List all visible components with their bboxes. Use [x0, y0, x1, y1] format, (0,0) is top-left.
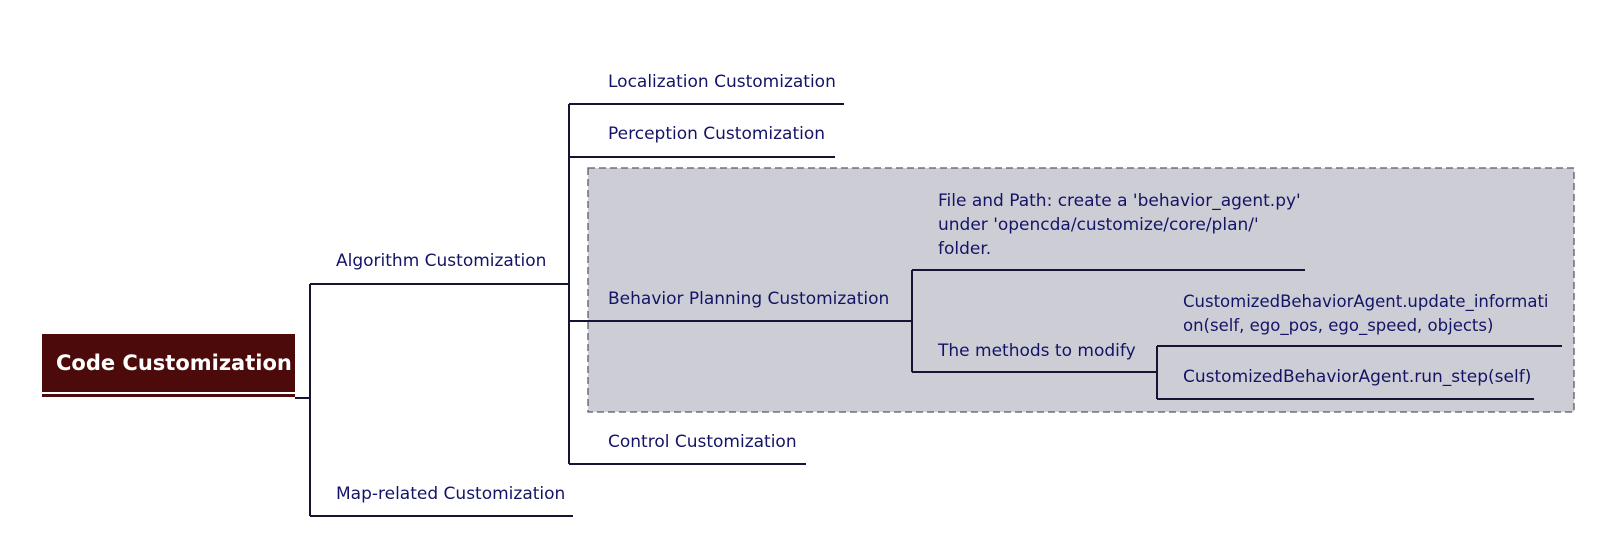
- map-related-customization-node[interactable]: Map-related Customization: [336, 484, 566, 504]
- control-customization-node[interactable]: Control Customization: [608, 432, 797, 452]
- root-node-underline: [42, 394, 295, 397]
- behavior-planning-customization-node[interactable]: Behavior Planning Customization: [608, 289, 890, 309]
- update-information-method-node[interactable]: CustomizedBehaviorAgent.update_informati…: [1183, 292, 1549, 335]
- root-node[interactable]: Code Customization: [42, 334, 295, 392]
- run-step-method-node[interactable]: CustomizedBehaviorAgent.run_step(self): [1183, 367, 1532, 387]
- file-and-path-node[interactable]: File and Path: create a 'behavior_agent.…: [938, 191, 1301, 259]
- algorithm-customization-node[interactable]: Algorithm Customization: [336, 251, 547, 271]
- localization-customization-node[interactable]: Localization Customization: [608, 72, 836, 92]
- methods-to-modify-node[interactable]: The methods to modify: [938, 341, 1136, 361]
- perception-customization-node[interactable]: Perception Customization: [608, 124, 826, 144]
